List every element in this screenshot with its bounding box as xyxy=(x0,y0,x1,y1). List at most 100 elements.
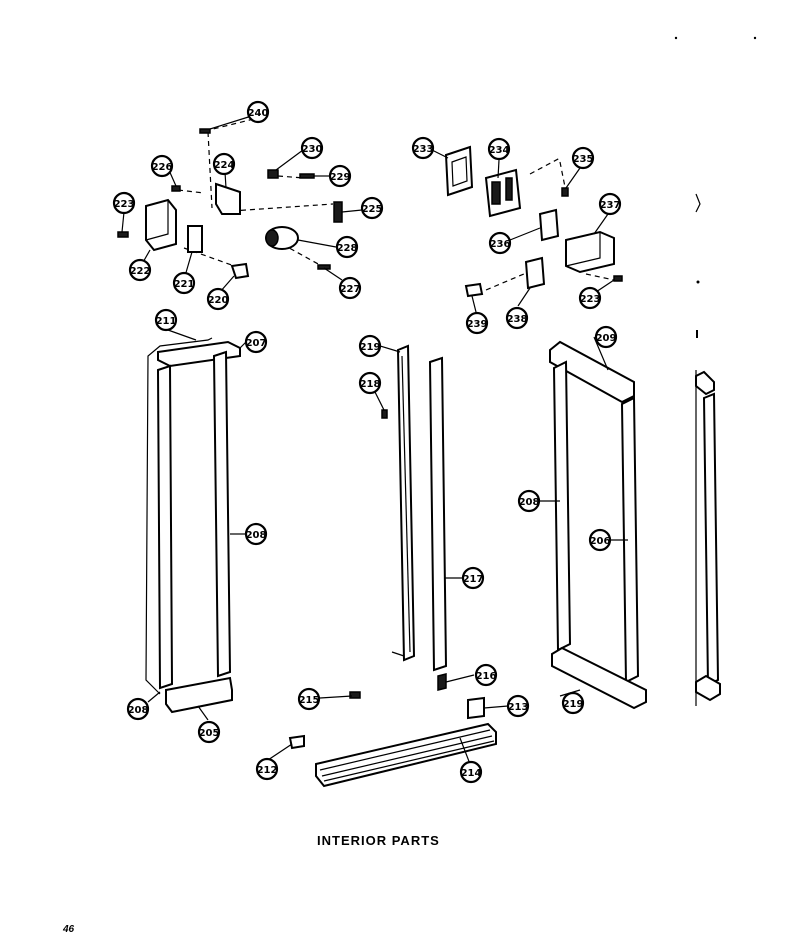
callout-223b: 223 xyxy=(578,286,602,310)
callout-220: 220 xyxy=(206,287,230,311)
callout-label: 211 xyxy=(156,316,177,327)
housing-222 xyxy=(145,198,177,252)
callout-label: 208 xyxy=(128,705,149,716)
callout-label: 221 xyxy=(174,279,195,290)
callout-label: 208 xyxy=(246,530,267,541)
callout-239: 239 xyxy=(465,311,489,335)
callout-208a: 208 xyxy=(244,522,268,546)
housing-237 xyxy=(565,230,615,274)
callout-240: 240 xyxy=(246,100,270,124)
callout-label: 238 xyxy=(507,314,528,325)
callout-216: 216 xyxy=(474,663,498,687)
plate-236 xyxy=(538,208,560,242)
screw-240 xyxy=(199,128,211,134)
callout-label: 236 xyxy=(490,239,511,250)
callout-label: 223 xyxy=(114,199,135,210)
callout-label: 217 xyxy=(463,574,484,585)
callout-223: 223 xyxy=(112,191,136,215)
callout-label: 218 xyxy=(360,379,381,390)
callout-label: 235 xyxy=(573,154,594,165)
center-mullion xyxy=(288,344,497,788)
screw-223 xyxy=(117,231,129,238)
callout-label: 240 xyxy=(248,108,269,119)
speck xyxy=(674,36,678,40)
callout-236: 236 xyxy=(488,231,512,255)
bracket-224 xyxy=(215,182,241,215)
callout-208b: 208 xyxy=(517,489,541,513)
callout-206: 206 xyxy=(588,528,612,552)
callout-205: 205 xyxy=(197,720,221,744)
callout-label: 229 xyxy=(330,172,351,183)
callout-212: 212 xyxy=(255,757,279,781)
screw-218 xyxy=(381,409,388,419)
speck xyxy=(753,36,757,40)
left-frame xyxy=(145,337,241,714)
callout-218: 218 xyxy=(358,371,382,395)
callout-224: 224 xyxy=(212,152,236,176)
callout-229: 229 xyxy=(328,164,352,188)
callout-label: 234 xyxy=(489,145,510,156)
callout-label: 224 xyxy=(214,160,235,171)
callout-label: 228 xyxy=(337,243,358,254)
screw-229 xyxy=(299,173,315,179)
callout-213: 213 xyxy=(506,694,530,718)
callout-219b: 219 xyxy=(561,691,585,715)
callout-219a: 219 xyxy=(358,334,382,358)
callout-226: 226 xyxy=(150,154,174,178)
screw-223b xyxy=(613,275,623,282)
spring-225 xyxy=(333,201,343,223)
callout-label: 209 xyxy=(596,333,617,344)
callout-label: 237 xyxy=(600,200,621,211)
plate-221 xyxy=(187,225,203,253)
callout-label: 206 xyxy=(590,536,611,547)
callout-209: 209 xyxy=(594,325,618,349)
callout-214: 214 xyxy=(459,760,483,784)
callout-221: 221 xyxy=(172,271,196,295)
callout-label: 207 xyxy=(246,338,267,349)
callout-label: 222 xyxy=(130,266,151,277)
callout-label: 213 xyxy=(508,702,529,713)
screw-235 xyxy=(561,187,569,197)
callout-230: 230 xyxy=(300,136,324,160)
spring-230 xyxy=(267,169,279,179)
callout-label: 215 xyxy=(299,695,320,706)
callout-233: 233 xyxy=(411,136,435,160)
callout-238: 238 xyxy=(505,306,529,330)
clip-239 xyxy=(464,282,484,298)
screw-227 xyxy=(317,264,331,270)
screw-226 xyxy=(171,185,181,192)
callout-label: 227 xyxy=(340,284,361,295)
clip-220 xyxy=(230,262,250,280)
callout-225: 225 xyxy=(360,196,384,220)
callout-label: 239 xyxy=(467,319,488,330)
callout-215: 215 xyxy=(297,687,321,711)
right-frame xyxy=(549,340,647,710)
callout-234: 234 xyxy=(487,137,511,161)
callout-label: 208 xyxy=(519,497,540,508)
callout-label: 219 xyxy=(360,342,381,353)
switch-234 xyxy=(484,168,522,218)
callout-228: 228 xyxy=(335,235,359,259)
right-control-cluster xyxy=(444,145,623,298)
callout-label: 223 xyxy=(580,294,601,305)
callout-label: 205 xyxy=(199,728,220,739)
callout-label: 230 xyxy=(302,144,323,155)
gasket-233 xyxy=(444,145,474,197)
callout-227: 227 xyxy=(338,276,362,300)
callout-label: 212 xyxy=(257,765,278,776)
callout-label: 214 xyxy=(461,768,482,779)
callout-222: 222 xyxy=(128,258,152,282)
callout-217: 217 xyxy=(461,566,485,590)
page-number: 46 xyxy=(63,924,75,935)
callout-208c: 208 xyxy=(126,697,150,721)
callout-235: 235 xyxy=(571,146,595,170)
plate-238 xyxy=(524,256,546,290)
diagram-title: INTERIOR PARTS xyxy=(317,833,440,848)
callout-label: 225 xyxy=(362,204,383,215)
callout-label: 233 xyxy=(413,144,434,155)
callout-211: 211 xyxy=(154,308,178,332)
callout-label: 220 xyxy=(208,295,229,306)
callout-237: 237 xyxy=(598,192,622,216)
left-control-cluster xyxy=(117,116,343,280)
